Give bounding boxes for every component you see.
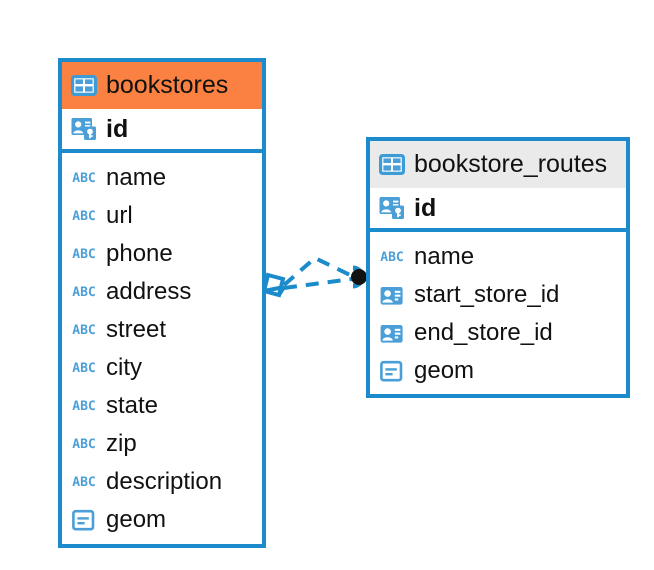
text-abc-icon: ABC: [72, 246, 96, 262]
field-label: id: [106, 114, 129, 143]
table-icon: [71, 75, 97, 96]
field-row-street[interactable]: ABC street: [62, 311, 262, 349]
field-row-url[interactable]: ABC url: [62, 197, 262, 235]
entity-header-bookstore-routes[interactable]: bookstore_routes: [370, 141, 626, 188]
foreign-key-icon: [379, 322, 405, 345]
field-row-end-store-id[interactable]: end_store_id: [370, 314, 626, 352]
field-row-geom[interactable]: geom: [370, 352, 626, 390]
text-abc-icon: ABC: [72, 284, 96, 300]
field-label: street: [106, 316, 167, 343]
relationship-endpoint-circle: [351, 265, 367, 289]
entity-bookstore-routes[interactable]: bookstore_routes id: [366, 137, 630, 398]
field-label: name: [106, 164, 167, 191]
table-icon: [379, 154, 405, 175]
field-row-address[interactable]: ABC address: [62, 273, 262, 311]
field-label: geom: [414, 357, 475, 384]
entity-header-bookstores[interactable]: bookstores: [62, 62, 262, 109]
field-row-id[interactable]: id: [62, 109, 262, 153]
text-abc-icon: ABC: [72, 322, 96, 338]
field-row-start-store-id[interactable]: start_store_id: [370, 276, 626, 314]
field-row-name[interactable]: ABC name: [370, 238, 626, 276]
field-label: description: [106, 468, 223, 495]
field-label: end_store_id: [414, 319, 553, 346]
text-abc-icon: ABC: [380, 249, 404, 265]
field-label: name: [414, 243, 475, 270]
field-label: geom: [106, 506, 167, 533]
field-label: city: [106, 354, 142, 381]
text-abc-icon: ABC: [72, 208, 96, 224]
field-label: zip: [106, 430, 137, 457]
field-row-state[interactable]: ABC state: [62, 387, 262, 425]
field-row-phone[interactable]: ABC phone: [62, 235, 262, 273]
field-row-description[interactable]: ABC description: [62, 463, 262, 501]
field-label: id: [414, 193, 437, 222]
relationship-line-upper: [282, 255, 353, 287]
field-row-city[interactable]: ABC city: [62, 349, 262, 387]
field-label: url: [106, 202, 133, 229]
text-abc-icon: ABC: [72, 398, 96, 414]
text-abc-icon: ABC: [72, 474, 96, 490]
primary-key-icon: [379, 196, 405, 220]
entity-bookstores[interactable]: bookstores id: [58, 58, 266, 548]
field-label: start_store_id: [414, 281, 560, 308]
text-abc-icon: ABC: [72, 436, 96, 452]
entity-title: bookstore_routes: [414, 150, 608, 178]
field-label: state: [106, 392, 159, 419]
geometry-icon: [71, 509, 97, 532]
field-row-name[interactable]: ABC name: [62, 159, 262, 197]
entity-title: bookstores: [106, 71, 229, 99]
field-list-bookstores: ABC name ABC url ABC phone ABC address A…: [62, 153, 262, 544]
geometry-icon: [379, 360, 405, 383]
field-row-id[interactable]: id: [370, 188, 626, 232]
relationship-line-lower: [283, 277, 353, 290]
primary-key-icon: [71, 117, 97, 141]
field-row-geom[interactable]: geom: [62, 501, 262, 539]
foreign-key-icon: [379, 284, 405, 307]
text-abc-icon: ABC: [72, 360, 96, 376]
field-row-zip[interactable]: ABC zip: [62, 425, 262, 463]
field-list-bookstore-routes: ABC name start_store_id: [370, 232, 626, 394]
text-abc-icon: ABC: [72, 170, 96, 186]
field-label: phone: [106, 240, 173, 267]
crows-foot-diamond-icon: [261, 272, 286, 298]
field-label: address: [106, 278, 192, 305]
